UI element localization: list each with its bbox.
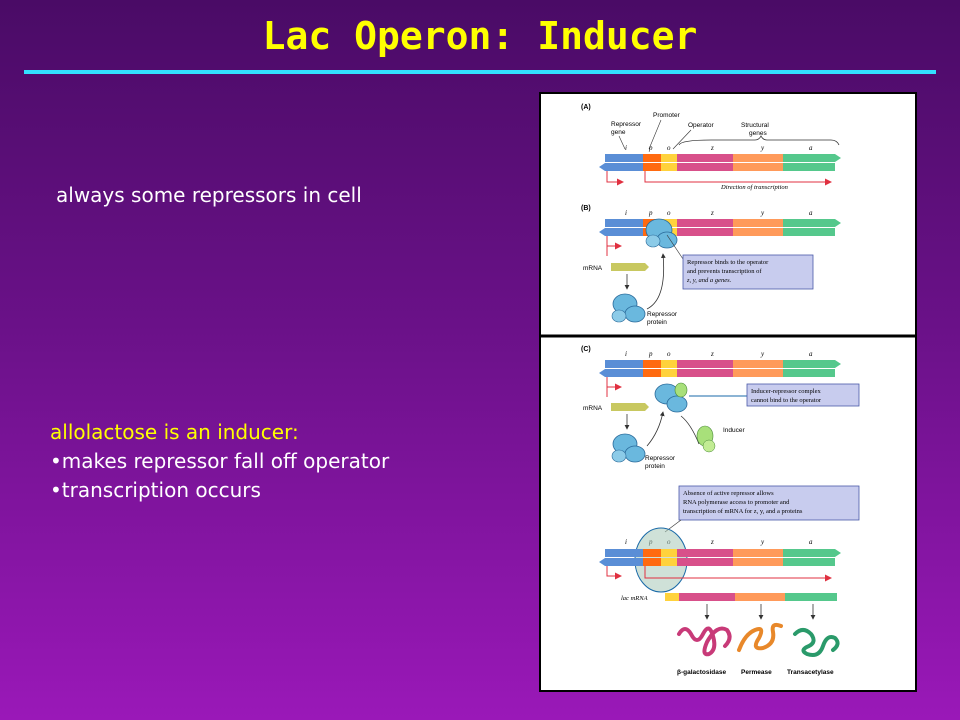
- panel-c-mrna-label: mRNA: [583, 405, 603, 412]
- gene-o-letter: o: [667, 144, 671, 152]
- panel-c-gene-letters-top: i p o z y a: [625, 350, 813, 358]
- gene-p-letter: p: [648, 350, 653, 358]
- panel-c-bottom-i-arrow: [606, 566, 622, 580]
- inducer-path: [680, 415, 700, 445]
- bullet-transcription: •transcription occurs: [50, 478, 261, 502]
- operator-label: Operator: [688, 122, 714, 129]
- panel-c-label: (C): [581, 346, 591, 353]
- panel-b-repressor-protein-1: Repressor: [647, 311, 678, 318]
- gene-o-letter: o: [667, 350, 671, 358]
- inducer-repressor-complex-icon: [654, 382, 688, 413]
- panel-c-callout1-line-1: Inducer-repressor complex: [751, 388, 821, 395]
- panel-c-repressor-protein-2: protein: [645, 463, 665, 470]
- gene-a-letter: a: [809, 144, 813, 152]
- transacetylase-icon: [793, 628, 840, 657]
- panel-c-callout2-line-3: transcription of mRNA for z, y, and a pr…: [683, 508, 803, 515]
- panel-c-dna-top: [599, 360, 841, 377]
- panel-b-callout-line-2: and prevents transcription of: [687, 268, 762, 275]
- panel-a-label: (A): [581, 104, 591, 111]
- panel-c-callout-1: [746, 383, 860, 407]
- repressor-gene-label-1: Repressor: [611, 121, 642, 128]
- repressor-note: always some repressors in cell: [56, 183, 362, 207]
- product-transacetylase: Transacetylase: [787, 669, 834, 676]
- promoter-label: Promoter: [653, 112, 681, 119]
- panel-b-gene-letters: i p o z y a: [625, 209, 813, 217]
- repressor-gene-leader: [618, 135, 626, 150]
- inducer-block: allolactose is an inducer: •makes repres…: [50, 418, 389, 505]
- panel-b-callout-line-3: z, y, and a genes.: [686, 277, 732, 284]
- structural-genes-label-1: Structural: [741, 122, 769, 129]
- beta-galactosidase-icon: [677, 626, 732, 657]
- panel-c-dna-bottom: [599, 549, 841, 566]
- inducer-heading: allolactose is an inducer:: [50, 420, 299, 444]
- panel-a-gene-letters: i p o z y a: [625, 144, 813, 152]
- gene-a-letter: a: [809, 350, 813, 358]
- gene-y-letter: y: [760, 538, 765, 546]
- gene-y-letter: y: [760, 350, 765, 358]
- gene-z-letter: z: [710, 350, 714, 358]
- binding-arrow: [646, 253, 666, 310]
- gene-a-letter: a: [809, 538, 813, 546]
- gene-p-letter: p: [648, 144, 653, 152]
- panel-c-binding-arrow: [646, 411, 665, 447]
- bound-repressor-icon: [645, 218, 678, 249]
- panel-b-label: (B): [581, 205, 591, 212]
- panel-c-callout2-line-1: Absence of active repressor allows: [683, 490, 774, 497]
- panel-c-mrna-strand: [611, 403, 649, 411]
- panel-b-repressor-protein-2: protein: [647, 319, 667, 326]
- title-divider: [24, 70, 936, 74]
- gene-z-letter: z: [710, 209, 714, 217]
- panel-c-callout1-line-2: cannot bind to the operator: [751, 397, 822, 404]
- panel-b-callout-line-1: Repressor binds to the operator: [687, 259, 769, 266]
- lac-operon-figure: (A) Promoter Repressor gene Operator Str…: [539, 92, 917, 692]
- gene-z-letter: z: [710, 144, 714, 152]
- panel-c-i-transcript-arrow: [606, 377, 622, 391]
- operon-diagram: (A) Promoter Repressor gene Operator Str…: [541, 104, 915, 676]
- product-beta-galactosidase: β-galactosidase: [677, 669, 727, 676]
- panel-a-direction-arrow: [644, 171, 832, 186]
- gene-o-letter: o: [667, 209, 671, 217]
- gene-a-letter: a: [809, 209, 813, 217]
- gene-i-letter: i: [625, 350, 627, 358]
- lac-mrna-label: lac mRNA: [621, 595, 648, 602]
- panel-c-repressor-protein-1: Repressor: [645, 455, 676, 462]
- structural-genes-brace: [678, 135, 840, 146]
- panel-c-transcription-arrow: [644, 566, 832, 582]
- operator-leader: [672, 129, 692, 150]
- bullet-repressor-falls: •makes repressor fall off operator: [50, 449, 390, 473]
- gene-i-letter: i: [625, 538, 627, 546]
- gene-y-letter: y: [760, 209, 765, 217]
- gene-i-letter: i: [625, 144, 627, 152]
- panel-b-dna: [599, 219, 841, 236]
- panel-c-callout2-line-2: RNA polymerase access to promoter and: [683, 499, 790, 506]
- gene-p-letter: p: [648, 209, 653, 217]
- product-permease: Permease: [741, 669, 772, 676]
- structural-genes-label-2: genes: [749, 130, 767, 137]
- inducer-icon: [696, 425, 716, 453]
- repressor-gene-label-2: gene: [611, 129, 626, 136]
- panel-a-dna: [599, 154, 841, 171]
- panel-c-callout-2: [678, 485, 860, 521]
- gene-y-letter: y: [760, 144, 765, 152]
- permease-icon: [737, 622, 783, 652]
- gene-i-letter: i: [625, 209, 627, 217]
- gene-z-letter: z: [710, 538, 714, 546]
- lac-mrna-strand: [665, 593, 837, 601]
- direction-label: Direction of transcription: [720, 184, 788, 191]
- promoter-leader: [648, 119, 662, 150]
- panel-b-mrna-strand: [611, 263, 649, 271]
- panel-b-callout-leader: [666, 234, 684, 260]
- panel-b-mrna-label: mRNA: [583, 265, 603, 272]
- panel-b-callout: [682, 254, 814, 290]
- free-repressor-icon: [611, 293, 646, 323]
- slide-title: Lac Operon: Inducer: [262, 14, 698, 58]
- panel-a-i-transcript-arrow: [606, 171, 624, 186]
- panel-b-i-transcript-arrow: [606, 236, 622, 250]
- inducer-label: Inducer: [723, 427, 746, 434]
- panel-c-free-repressor-icon: [611, 433, 646, 463]
